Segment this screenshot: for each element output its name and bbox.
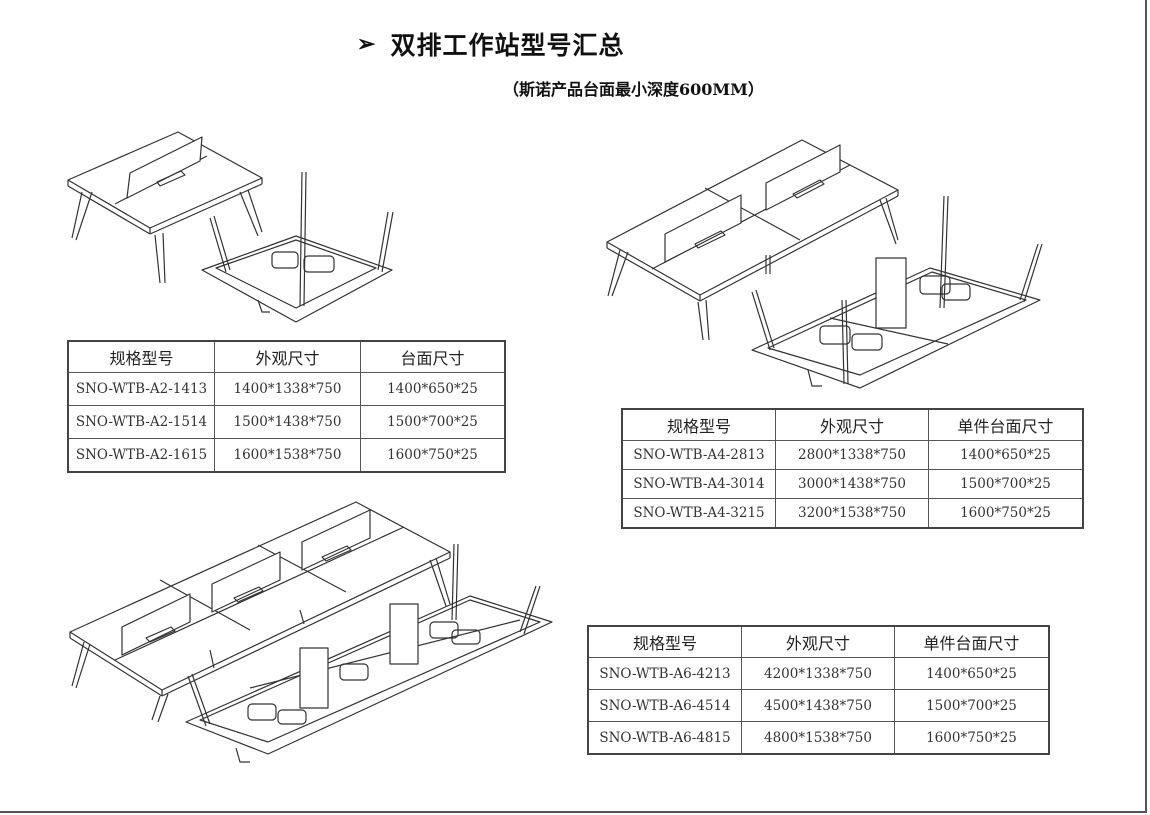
spec-table-a6: 规格型号 外观尺寸 单件台面尺寸 SNO-WTB-A6-4213 4200*13…	[587, 625, 1050, 755]
table-header-row: 规格型号 外观尺寸 单件台面尺寸	[621, 408, 1084, 441]
top-size-cell: 1600*750*25	[894, 721, 1050, 755]
column-header: 规格型号	[621, 408, 776, 441]
table-header-row: 规格型号 外观尺寸 单件台面尺寸	[587, 625, 1050, 658]
outer-size-cell: 1600*1538*750	[214, 438, 361, 473]
table-row: SNO-WTB-A2-1514 1500*1438*750 1500*700*2…	[67, 405, 506, 439]
two-person-desk-drawing	[67, 131, 394, 323]
top-size-cell: 1400*650*25	[928, 440, 1084, 470]
outer-size-cell: 2800*1338*750	[775, 440, 929, 470]
table-header-row: 规格型号 外观尺寸 台面尺寸	[67, 340, 506, 373]
column-header: 规格型号	[587, 625, 742, 658]
top-size-cell: 1500*700*25	[928, 469, 1084, 499]
column-header: 规格型号	[67, 340, 215, 373]
column-header: 外观尺寸	[214, 340, 361, 373]
page-title: ➢ 双排工作站型号汇总	[357, 26, 624, 62]
model-cell: SNO-WTB-A4-2813	[621, 440, 776, 470]
page-subtitle: （斯诺产品台面最小深度600MM）	[503, 80, 764, 99]
model-cell: SNO-WTB-A2-1514	[67, 405, 215, 439]
six-person-desk-drawing	[69, 501, 553, 763]
model-cell: SNO-WTB-A4-3215	[621, 498, 776, 529]
four-person-desk-drawing	[606, 139, 1043, 389]
top-size-cell: 1400*650*25	[360, 372, 506, 406]
spec-table-a2: 规格型号 外观尺寸 台面尺寸 SNO-WTB-A2-1413 1400*1338…	[67, 340, 506, 473]
model-cell: SNO-WTB-A2-1413	[67, 372, 215, 406]
column-header: 单件台面尺寸	[928, 408, 1084, 441]
top-size-cell: 1600*750*25	[928, 498, 1084, 529]
model-cell: SNO-WTB-A4-3014	[621, 469, 776, 499]
top-size-cell: 1400*650*25	[894, 657, 1050, 690]
table-row: SNO-WTB-A4-2813 2800*1338*750 1400*650*2…	[621, 440, 1084, 470]
top-size-cell: 1500*700*25	[360, 405, 506, 439]
column-header: 台面尺寸	[360, 340, 506, 373]
model-cell: SNO-WTB-A6-4514	[587, 689, 742, 722]
model-cell: SNO-WTB-A2-1615	[67, 438, 215, 473]
top-size-cell: 1600*750*25	[360, 438, 506, 473]
table-row: SNO-WTB-A6-4514 4500*1438*750 1500*700*2…	[587, 689, 1050, 722]
outer-size-cell: 4500*1438*750	[741, 689, 895, 722]
table-row: SNO-WTB-A4-3014 3000*1438*750 1500*700*2…	[621, 469, 1084, 499]
table-row: SNO-WTB-A6-4213 4200*1338*750 1400*650*2…	[587, 657, 1050, 690]
outer-size-cell: 1400*1338*750	[214, 372, 361, 406]
spec-table-a4: 规格型号 外观尺寸 单件台面尺寸 SNO-WTB-A4-2813 2800*13…	[621, 408, 1084, 529]
model-cell: SNO-WTB-A6-4815	[587, 721, 742, 755]
outer-size-cell: 3000*1438*750	[775, 469, 929, 499]
outer-size-cell: 4800*1538*750	[741, 721, 895, 755]
table-row: SNO-WTB-A2-1615 1600*1538*750 1600*750*2…	[67, 438, 506, 473]
page-title-text: 双排工作站型号汇总	[390, 31, 625, 60]
top-size-cell: 1500*700*25	[894, 689, 1050, 722]
outer-size-cell: 1500*1438*750	[214, 405, 361, 439]
column-header: 单件台面尺寸	[894, 625, 1050, 658]
table-row: SNO-WTB-A6-4815 4800*1538*750 1600*750*2…	[587, 721, 1050, 755]
model-cell: SNO-WTB-A6-4213	[587, 657, 742, 690]
column-header: 外观尺寸	[741, 625, 895, 658]
outer-size-cell: 3200*1538*750	[775, 498, 929, 529]
arrow-bullet-icon: ➢	[357, 31, 377, 57]
outer-size-cell: 4200*1338*750	[741, 657, 895, 690]
table-row: SNO-WTB-A2-1413 1400*1338*750 1400*650*2…	[67, 372, 506, 406]
column-header: 外观尺寸	[775, 408, 929, 441]
table-row: SNO-WTB-A4-3215 3200*1538*750 1600*750*2…	[621, 498, 1084, 529]
